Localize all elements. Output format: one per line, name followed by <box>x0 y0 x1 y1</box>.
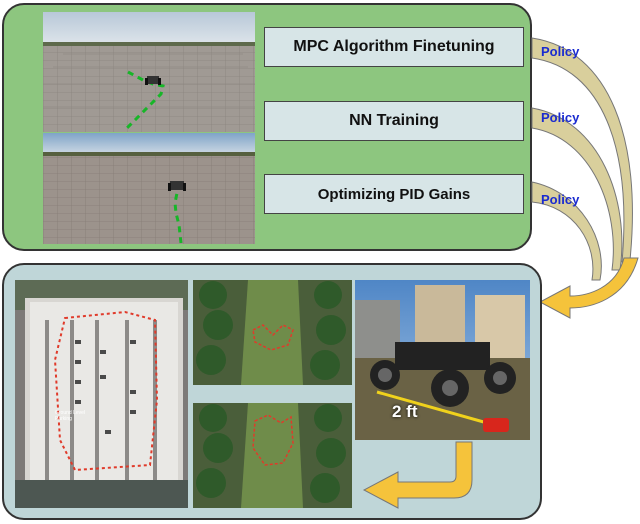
policy-label-3: Policy <box>541 192 579 207</box>
mpc-finetuning-box: MPC Algorithm Finetuning <box>264 27 524 67</box>
merge-arrow <box>540 258 638 318</box>
grass-field-photo-1 <box>193 280 352 385</box>
grass-field-photo-2 <box>193 403 352 508</box>
rover-icon <box>168 181 186 191</box>
rc-car-photo <box>355 280 530 440</box>
policy-transfer-arrows <box>530 30 640 330</box>
parking-lot-photo <box>15 280 188 508</box>
policy-label-2: Policy <box>541 110 579 125</box>
parking-lot-label: Ground Level Parking <box>55 410 95 422</box>
rover-icon <box>145 76 161 85</box>
simulation-view-1 <box>43 12 255 132</box>
policy-label-1: Policy <box>541 44 579 59</box>
pid-gains-box: Optimizing PID Gains <box>264 174 524 214</box>
simulation-view-2 <box>43 133 255 244</box>
feedback-arrow <box>360 440 490 510</box>
nn-training-box: NN Training <box>264 101 524 141</box>
distance-label: 2 ft <box>392 402 418 422</box>
